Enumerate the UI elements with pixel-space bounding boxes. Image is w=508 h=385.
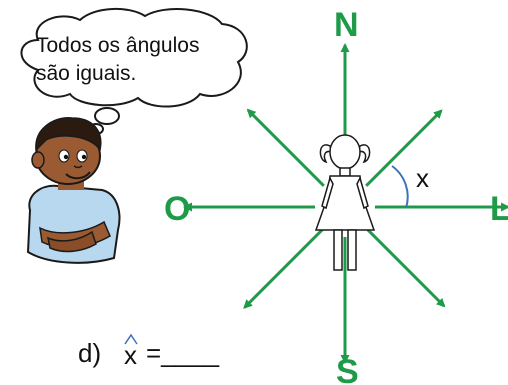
north-label: N — [334, 6, 359, 44]
angle-arc — [391, 165, 409, 209]
west-label: O — [164, 190, 190, 228]
question-line: d) x =____ — [78, 333, 220, 370]
angle-label: x — [416, 163, 429, 193]
south-label: S — [336, 353, 359, 385]
thought-bubble: Todos os ângulos são iguais. — [20, 7, 248, 135]
question-answer-blank: =____ — [146, 338, 220, 368]
question-prefix: d) — [78, 338, 101, 368]
question-variable: x — [124, 340, 137, 370]
boy-thinking-icon — [26, 117, 121, 264]
arrow-north-east — [365, 109, 443, 187]
arrow-south-west — [243, 227, 325, 309]
east-label: L — [490, 190, 508, 228]
arrow-south-east — [365, 227, 446, 308]
bubble-line-1: Todos os ângulos — [36, 34, 199, 57]
angle-hat-icon — [124, 333, 138, 345]
girl-standing-icon — [314, 134, 376, 271]
arrow-north-west — [246, 108, 325, 187]
bubble-line-2: são iguais. — [36, 62, 136, 85]
compass-arrows — [183, 43, 508, 364]
